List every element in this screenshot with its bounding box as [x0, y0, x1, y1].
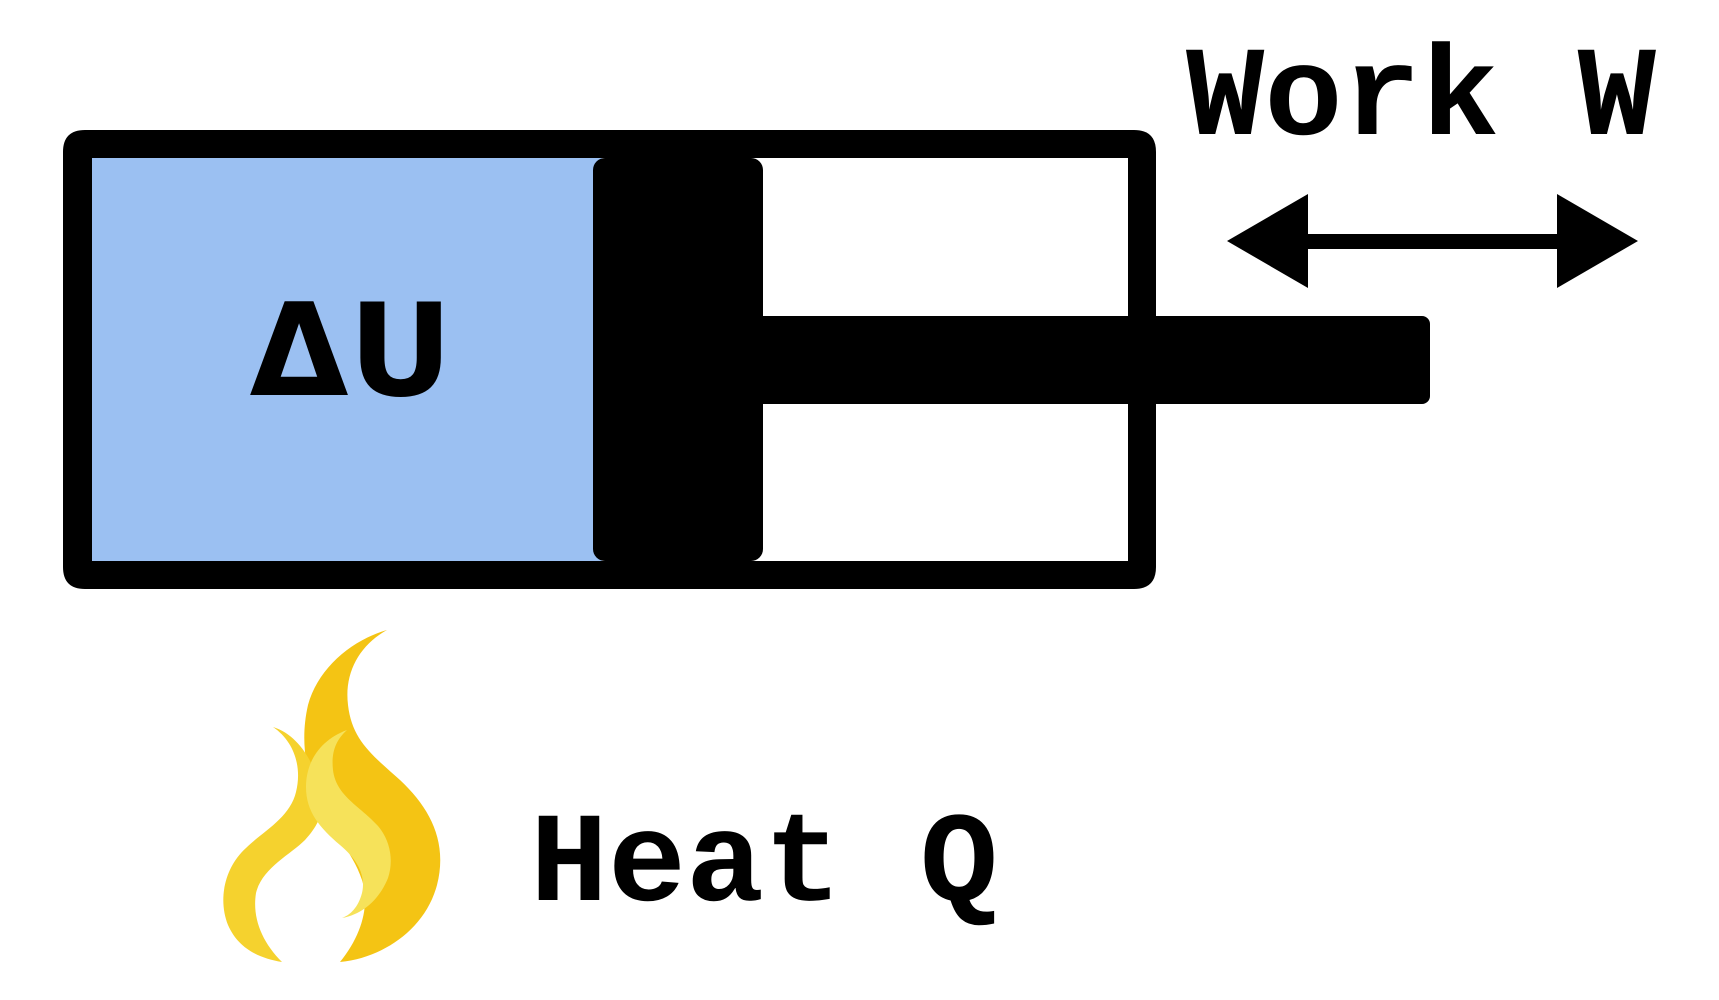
- piston-rod: [740, 316, 1430, 404]
- heat-label: Heat Q: [530, 794, 998, 939]
- double-headed-arrow-icon: [1227, 194, 1638, 288]
- arrow-head-left: [1227, 194, 1308, 288]
- flame-back: [304, 630, 441, 962]
- arrow-head-right: [1557, 194, 1638, 288]
- flame-icon: [223, 630, 441, 962]
- work-label: Work W: [1186, 28, 1656, 173]
- arrow-shaft: [1300, 234, 1565, 249]
- internal-energy-label: ΔU: [250, 277, 453, 426]
- flame-front: [306, 730, 391, 918]
- gas-region: [92, 158, 602, 561]
- flame-left: [223, 727, 323, 962]
- piston-head: [593, 158, 763, 561]
